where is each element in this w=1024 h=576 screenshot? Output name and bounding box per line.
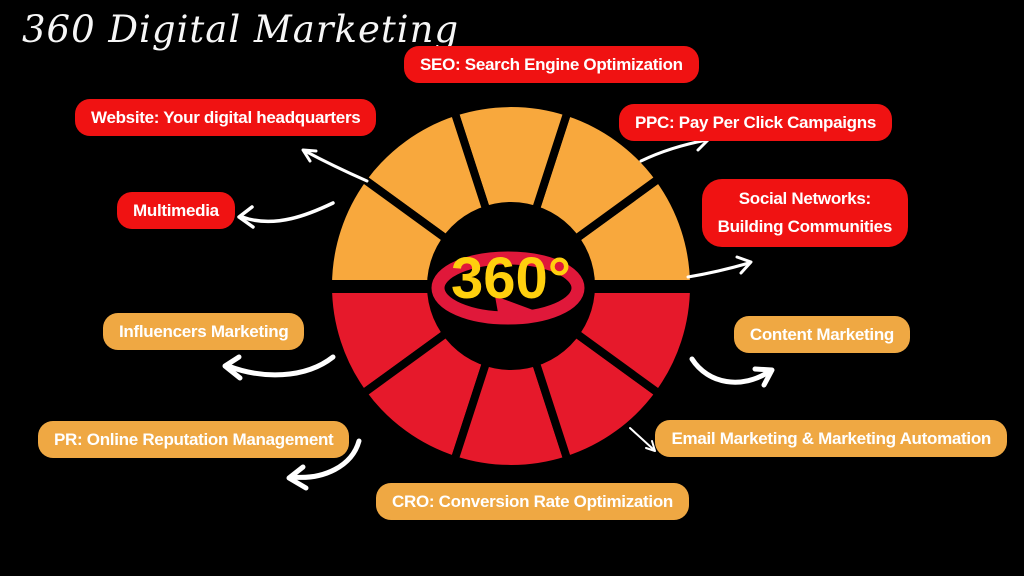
arrowhead-email: [645, 440, 656, 452]
arrowhead-social: [735, 255, 753, 275]
wheel-segment: [450, 282, 572, 473]
wheel-center: [427, 202, 595, 370]
label-social-networks-line2: Building Communities: [717, 217, 893, 236]
label-ppc: PPC: Pay Per Click Campaigns: [618, 104, 892, 141]
arrow-social: [686, 261, 751, 279]
label-seo: SEO: Search Engine Optimization: [404, 46, 699, 83]
arrowhead-website: [301, 148, 318, 163]
label-social-networks-line1: Social Networks:: [738, 189, 872, 208]
label-website: Website: Your digital headquarters: [75, 99, 377, 136]
marketing-wheel: 360°: [319, 99, 703, 473]
arrow-pr: [289, 438, 362, 480]
arrow-multimedia: [240, 201, 335, 224]
label-content-marketing: Content Marketing: [733, 316, 910, 353]
label-social-networks: Social Networks: Building Communities: [701, 179, 908, 247]
arrow-content: [689, 356, 773, 385]
label-cro: CRO: Conversion Rate Optimization: [376, 483, 690, 520]
arrow-influencers: [225, 354, 336, 378]
center-label: 360°: [451, 246, 571, 311]
label-influencers: Influencers Marketing: [103, 313, 305, 350]
label-email-marketing: Email Marketing & Marketing Automation: [655, 420, 1007, 457]
arrowhead-content: [752, 366, 775, 388]
label-multimedia: Multimedia: [117, 192, 235, 229]
rotation-arrowhead-icon: [495, 296, 533, 324]
arrowhead-multimedia: [237, 205, 255, 229]
wheel-segment: [450, 99, 572, 290]
page-title: 360 Digital Marketing: [22, 8, 460, 51]
arrow-website: [303, 149, 369, 183]
label-pr: PR: Online Reputation Management: [38, 421, 350, 458]
arrow-ppc: [639, 138, 709, 163]
arrowhead-pr: [286, 464, 309, 491]
arrowhead-influencers: [222, 354, 243, 381]
arrow-email: [629, 427, 654, 450]
